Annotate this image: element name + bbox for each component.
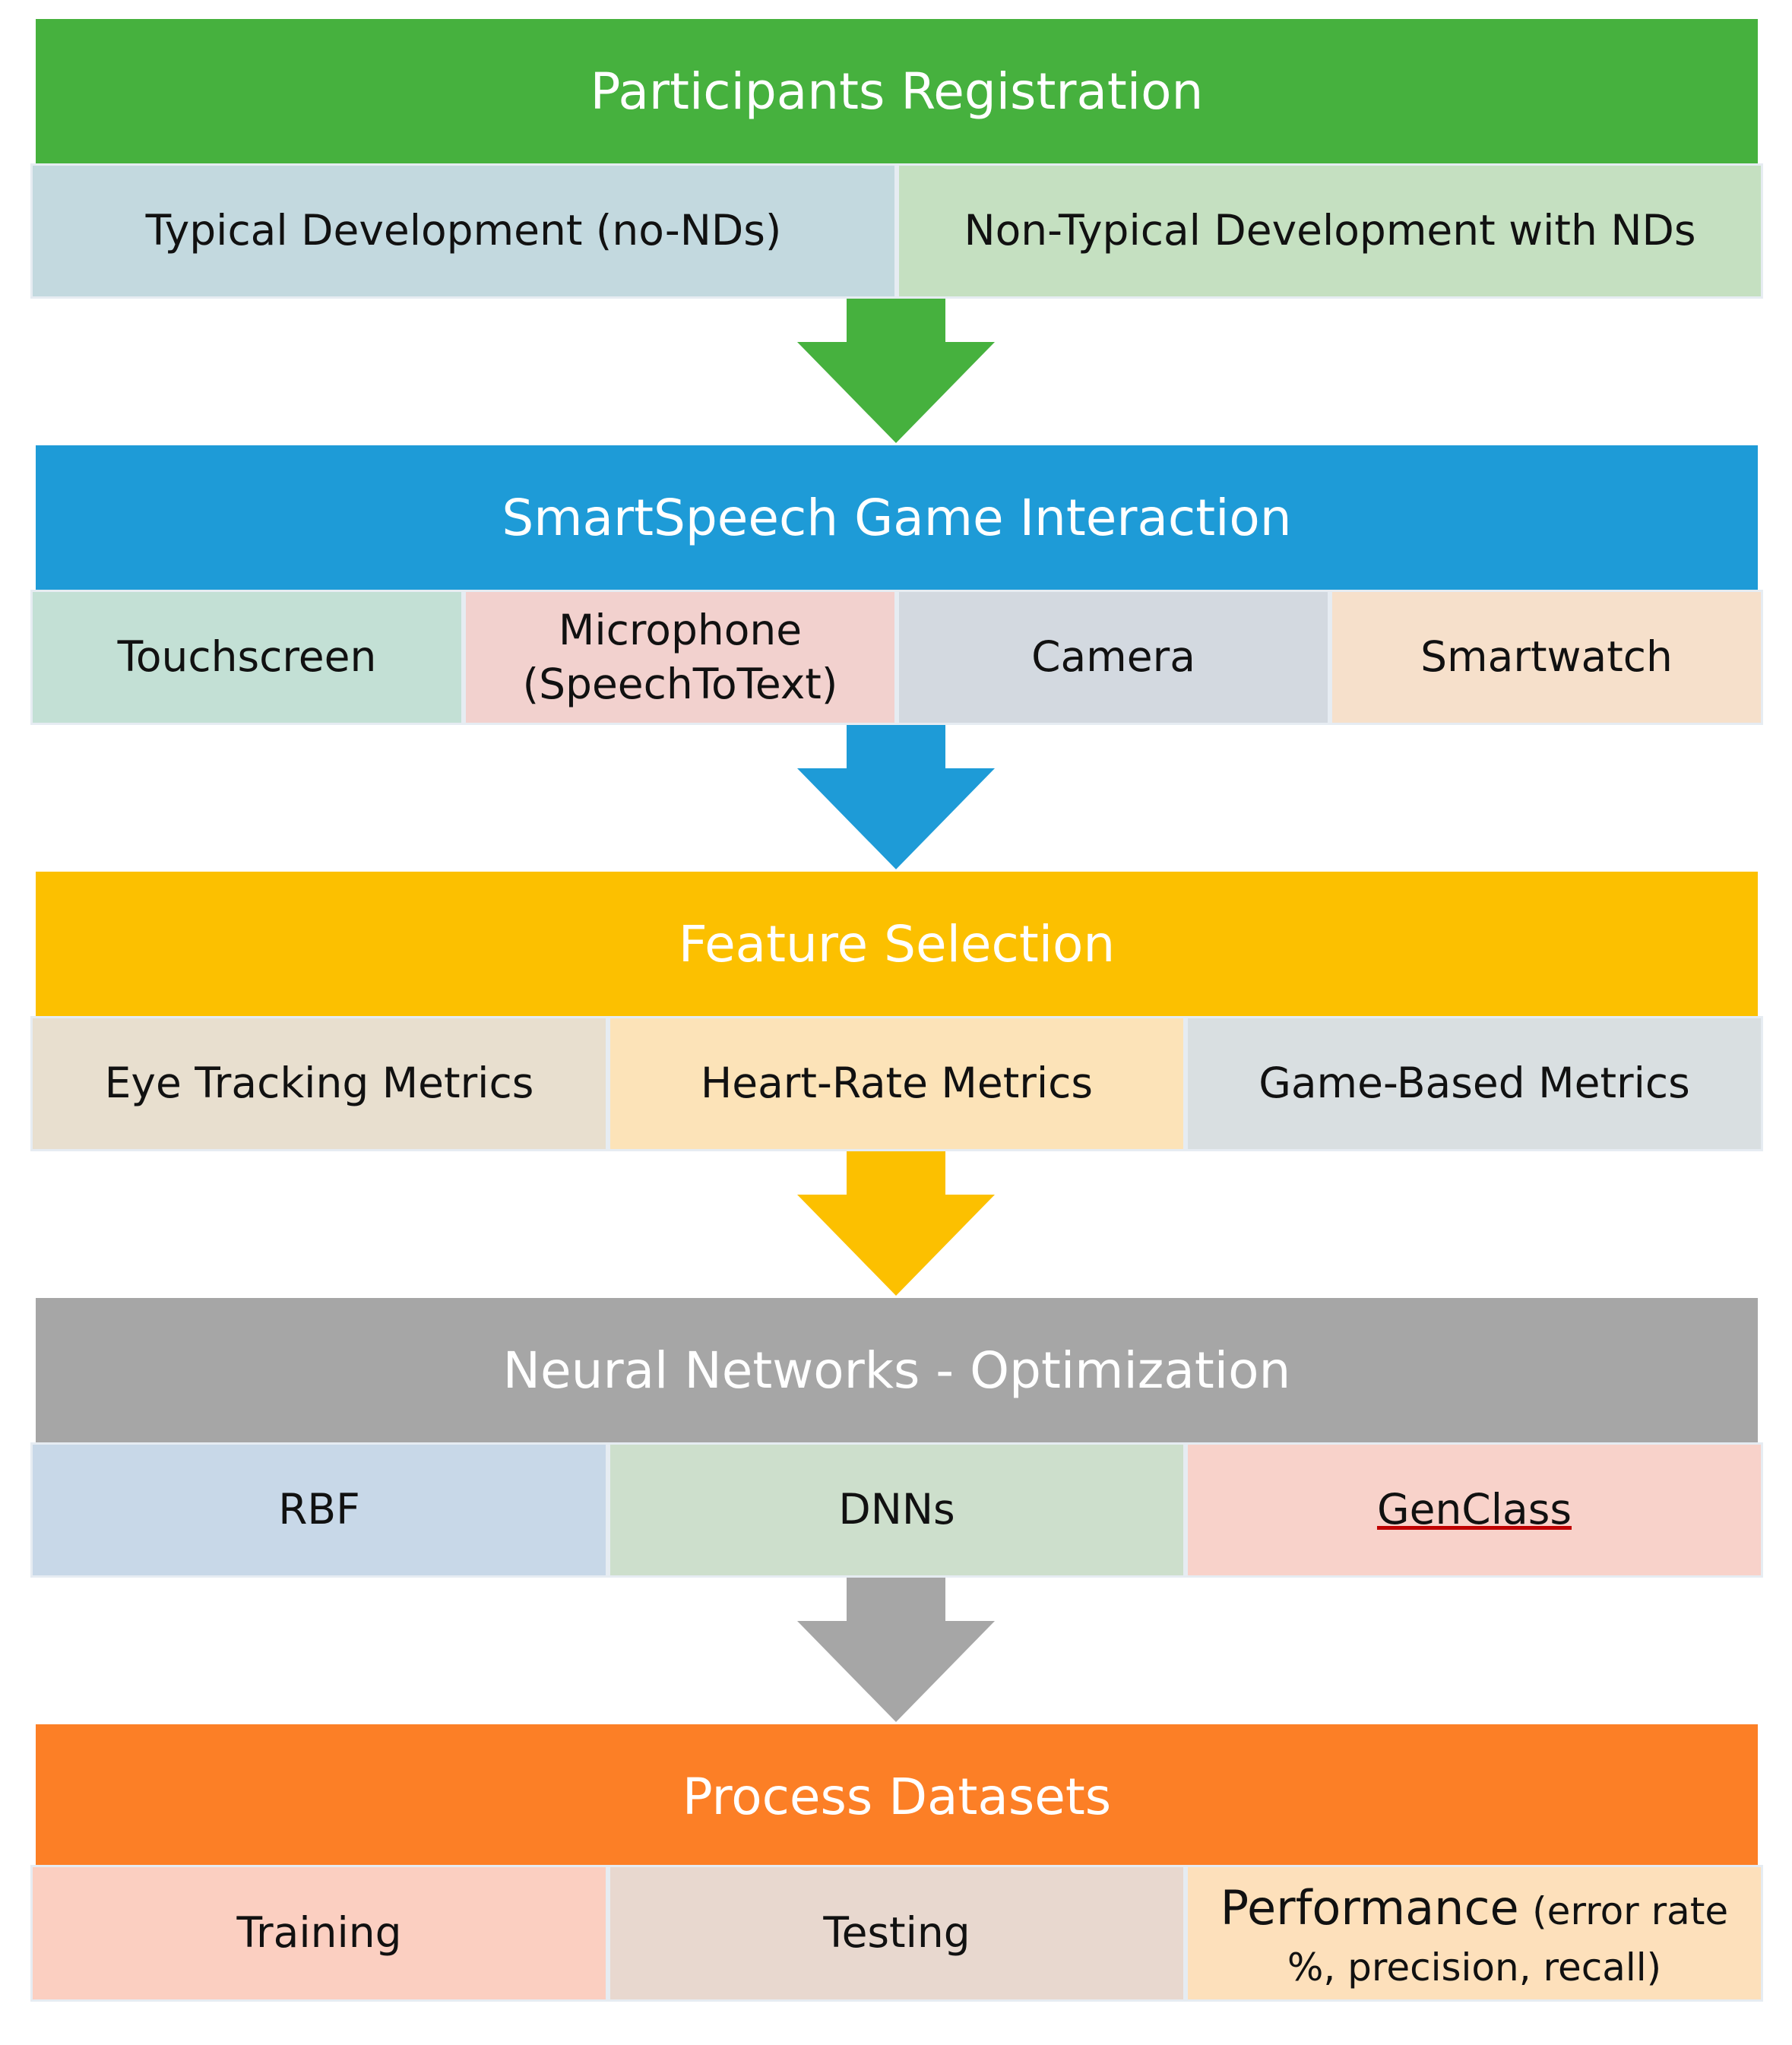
item-game-based-metrics: Game-Based Metrics [1186,1016,1763,1151]
down-arrow-gray [797,1578,995,1722]
stage-items-row: Eye Tracking Metrics Heart-Rate Metrics … [30,1016,1763,1151]
stage-title: Process Datasets [682,1767,1112,1826]
item-performance-sublabel: (error rate %, precision, recall) [1287,1889,1729,1990]
stage-header: Participants Registration [36,19,1758,163]
item-heart-rate-metrics: Heart-Rate Metrics [608,1016,1186,1151]
item-non-typical-development: Non-Typical Development with NDs [897,163,1763,299]
item-touchscreen: Touchscreen [30,590,464,725]
stage-title: Neural Networks - Optimization [502,1341,1291,1400]
stage-header: Neural Networks - Optimization [36,1298,1758,1442]
item-eye-tracking-metrics: Eye Tracking Metrics [30,1016,608,1151]
item-smartwatch: Smartwatch [1330,590,1763,725]
down-arrow-green [797,299,995,443]
stage-header: Process Datasets [36,1724,1758,1869]
item-training: Training [30,1865,608,2002]
item-microphone: Microphone (SpeechToText) [464,590,897,725]
stage-items-row: Touchscreen Microphone (SpeechToText) Ca… [30,590,1763,725]
stage-items-row: RBF DNNs GenClass [30,1442,1763,1578]
stage-title: Feature Selection [678,914,1116,973]
stage-title: SmartSpeech Game Interaction [502,488,1292,547]
down-arrow-blue [797,725,995,869]
stage-header: SmartSpeech Game Interaction [36,445,1758,590]
item-typical-development: Typical Development (no-NDs) [30,163,897,299]
stage-title: Participants Registration [590,62,1204,121]
item-dnns: DNNs [608,1442,1186,1578]
stage-items-row: Training Testing Performance (error rate… [30,1865,1763,2002]
stage-items-row: Typical Development (no-NDs) Non-Typical… [30,163,1763,299]
item-performance-label: Performance [1220,1880,1519,1936]
item-testing: Testing [608,1865,1186,2002]
item-performance: Performance (error rate %, precision, re… [1186,1865,1763,2002]
item-genclass-label: GenClass [1376,1485,1572,1534]
down-arrow-yellow [797,1151,995,1296]
item-rbf: RBF [30,1442,608,1578]
item-camera: Camera [897,590,1330,725]
stage-header: Feature Selection [36,872,1758,1016]
item-genclass: GenClass [1186,1442,1763,1578]
